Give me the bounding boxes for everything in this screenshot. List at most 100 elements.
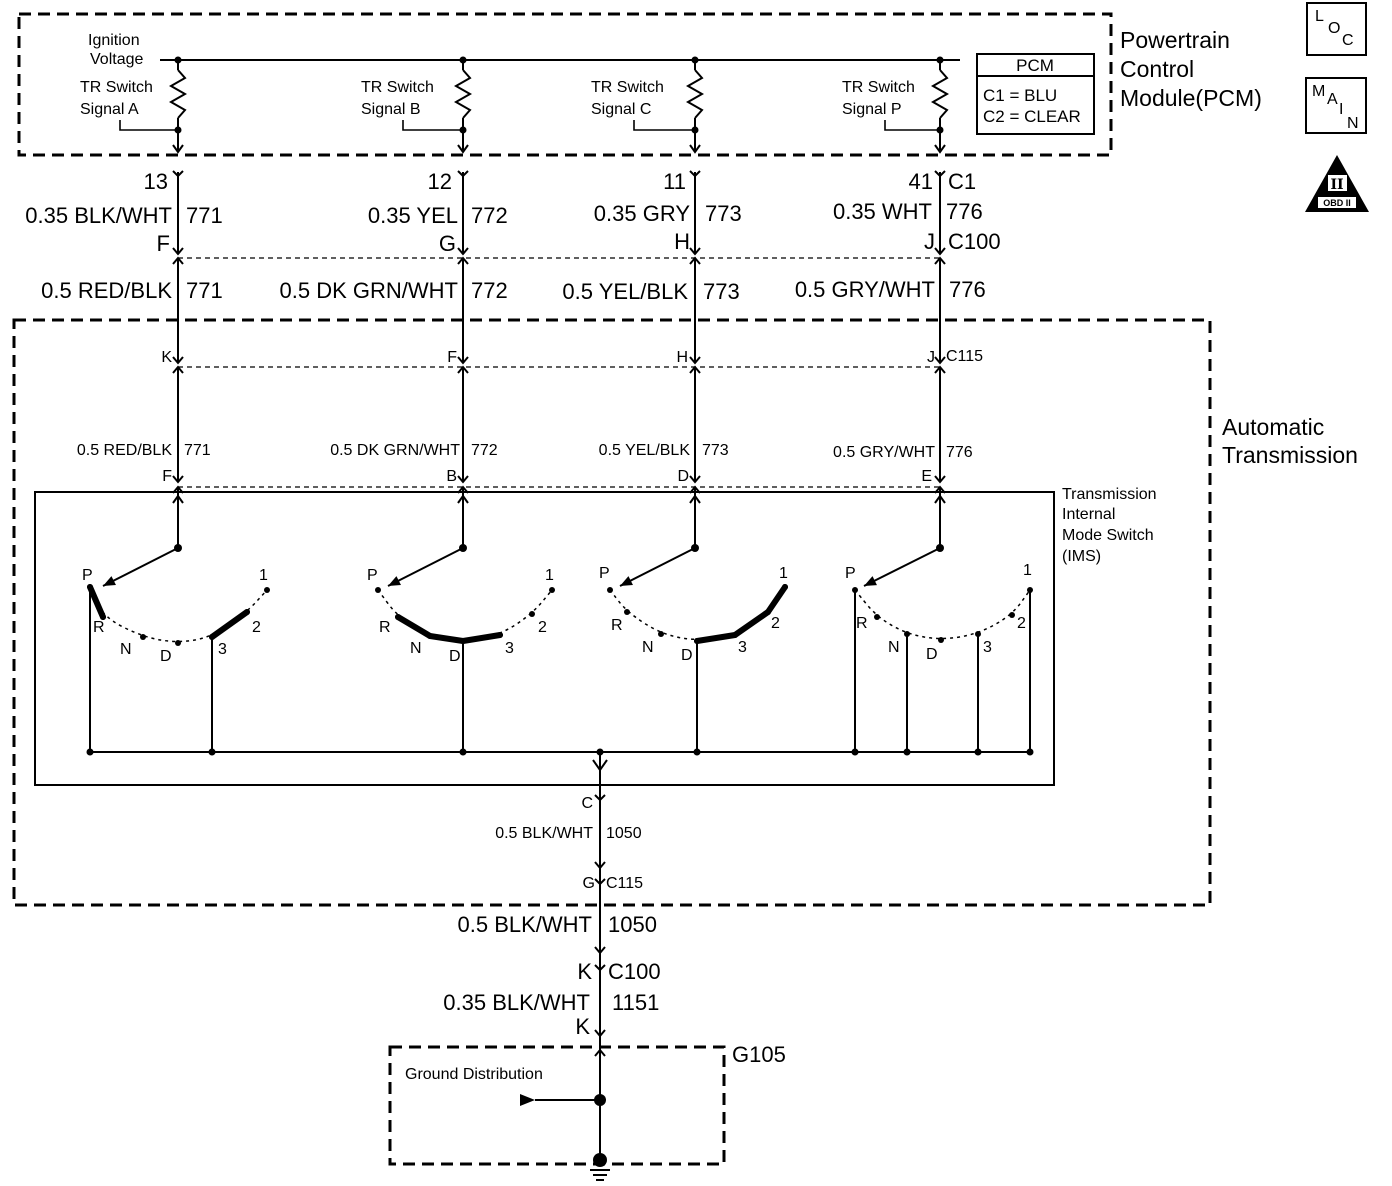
wiper-arrow-icon [388,576,401,586]
pcm-wire-771: 0.35 BLK/WHT [25,203,172,228]
ims-ground-pin: C [581,795,593,812]
switch-label-1: 1 [545,567,554,584]
switch-label-D: D [449,648,461,665]
c115-ground-male-mark [594,878,606,886]
circuit-wires [172,170,946,548]
c100-ground-female-mark [594,946,606,955]
resistor-icon [453,69,473,119]
contact-1 [264,587,270,593]
svg-text:L: L [1315,8,1324,25]
pcm-output-arrow-icon [689,144,701,154]
svg-text:OBD II: OBD II [1323,198,1351,208]
ims-label-line-3: Mode Switch [1062,527,1154,544]
pcm-pin-771: 13 [144,169,168,194]
closed-contact-segment [87,584,106,620]
pcm-title-line-3: Module(PCM) [1120,85,1262,111]
contact-N [658,631,664,637]
transmission-boundary [12,318,1212,907]
c100-female-mark [689,247,701,256]
switch-label-2: 2 [538,619,547,636]
pcm-pin-776: 41 [909,169,933,194]
circuit-wire-2 [457,170,469,548]
svg-text:M: M [1312,83,1325,100]
transmission-block: Automatic Transmission Transmission Inte… [12,318,1358,907]
ground-distribution-label: Ground Distribution [405,1066,543,1083]
switch-label-1: 1 [779,565,788,582]
switch-label-2: 2 [1017,615,1026,632]
signal-b-label-2: Signal B [361,101,421,118]
trans-wire-771: 0.5 RED/BLK [77,442,172,459]
contact-2 [529,611,535,617]
trans-wire-776: 0.5 GRY/WHT [833,444,935,461]
harness-wire-776: 0.5 GRY/WHT [795,277,935,302]
final-ground-wire: 0.35 BLK/WHT [443,990,590,1015]
switch-label-P: P [367,567,378,584]
circuit-771: 13 0.35 BLK/WHT 771 F 0.5 RED/BLK 771 K … [25,169,222,485]
bus-junction-dot [974,748,982,756]
bus-junction-dot [903,748,911,756]
trans-ground-circuit: 1050 [606,825,642,842]
signal-c-resistor: TR Switch Signal C [591,56,705,154]
c115-ground-pin: G [583,875,595,892]
c115-pin-771: K [161,349,172,366]
switch-label-D: D [681,647,693,664]
ims-box [34,491,1055,786]
switch-label-R: R [856,615,868,632]
contact-2 [1009,612,1015,618]
obd-ii-icon[interactable]: II OBD II [1305,155,1369,212]
main-icon[interactable]: M A I N [1305,77,1367,134]
switch-label-1: 1 [1023,562,1032,579]
harness-ground-circuit: 1050 [608,912,657,937]
circuit-773: 11 0.35 GRY 773 H 0.5 YEL/BLK 773 H 0.5 … [562,169,741,485]
c100-ground-label: C100 [608,959,661,984]
ims-female-mark [172,475,184,484]
switch-label-3: 3 [505,640,514,657]
resistor-icon [930,69,950,119]
ims-pin-776: E [921,468,932,485]
circuit-number-771-b: 771 [186,278,223,303]
trans-wire-772: 0.5 DK GRN/WHT [330,442,460,459]
switch-wiper [863,547,941,587]
ims-pin-773: D [677,468,689,485]
c115-female-mark [689,356,701,365]
signal-p-label-1: TR Switch [842,79,915,96]
ground-id-label: G105 [732,1042,786,1067]
ims-female-mark [934,475,946,484]
c115-female-mark [457,356,469,365]
switch-label-D: D [160,648,172,665]
contact-2 [765,609,771,615]
c100-female-mark [172,247,184,256]
signal-p-resistor: TR Switch Signal P [842,56,950,154]
circuit-number-772-b: 772 [471,278,508,303]
pcm-output-arrow-icon [457,144,469,154]
c100-pin-771: F [157,231,170,256]
closed-contact-segment [209,609,250,640]
loc-icon[interactable]: L O C [1306,2,1367,56]
c115-female-mark [172,356,184,365]
pcm-wire-772: 0.35 YEL [368,203,458,228]
ground-pin: K [575,1014,590,1039]
c100-pin-772: G [439,231,456,256]
c100-ground-pin: K [577,959,592,984]
circuit-772: 12 0.35 YEL 772 G 0.5 DK GRN/WHT 772 F 0… [280,169,508,485]
pcm-title-line-2: Control [1120,56,1194,82]
pcm-legend-line-2: C2 = CLEAR [983,107,1081,126]
ims-output-arrow-icon [172,494,184,504]
contact-R [624,609,630,615]
harness-wire-773: 0.5 YEL/BLK [562,279,688,304]
svg-text:A: A [1327,91,1338,108]
switch-label-R: R [611,617,623,634]
circuit-number-776-b: 776 [949,277,986,302]
ground-splice-dot [594,1094,606,1106]
switch-wiper [387,547,464,587]
contact-1 [549,587,555,593]
switch-label-2: 2 [771,615,780,632]
wiper-arrow-icon [864,576,877,586]
contact-R [874,614,880,620]
svg-text:I: I [1339,101,1343,118]
c100-female-mark [457,247,469,256]
circuit-number-776-a: 776 [946,199,983,224]
